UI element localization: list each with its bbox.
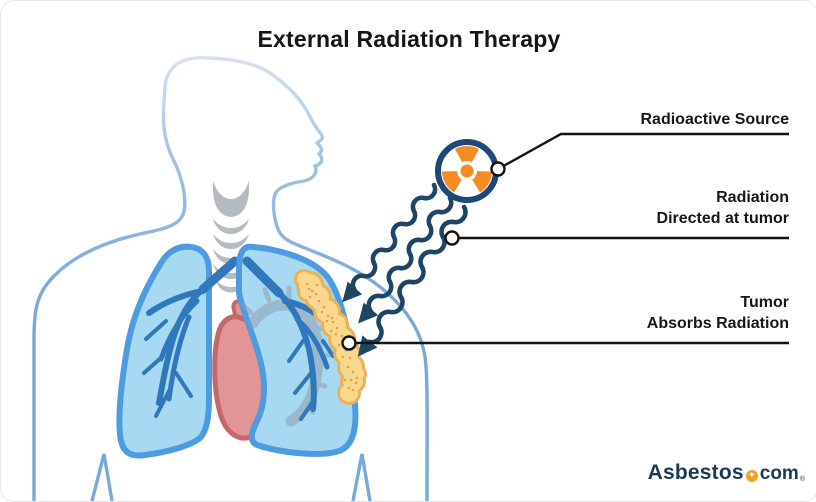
label-radioactive-source: Radioactive Source <box>641 109 790 130</box>
label-tumor-line1: Tumor <box>740 294 789 311</box>
callout-line-source <box>497 132 789 171</box>
label-radiation-line1: Radiation <box>716 189 789 206</box>
label-tumor-absorbs: Tumor Absorbs Radiation <box>647 292 789 334</box>
callout-dots <box>341 161 506 351</box>
label-radioactive-source-text: Radioactive Source <box>640 111 790 128</box>
body-outline <box>32 55 429 501</box>
radioactive-source-icon <box>435 139 499 203</box>
radiation-wave <box>358 195 454 324</box>
radiation-waves <box>342 182 468 357</box>
radiation-trefoil-icon <box>441 145 493 193</box>
callout-dot-radiation <box>444 230 460 246</box>
logo-plus-badge-icon: + <box>745 470 758 482</box>
right-bronchi <box>142 256 240 418</box>
trachea <box>212 181 250 293</box>
logo-brand-text: Asbestos <box>647 461 744 484</box>
right-lung <box>116 243 240 459</box>
page-title: External Radiation Therapy <box>257 26 561 52</box>
radiation-wave <box>342 182 438 303</box>
callout-lines <box>349 132 789 345</box>
logo-tld-text: com <box>759 463 799 484</box>
radiation-wave <box>357 204 468 357</box>
logo-registered-mark: ® <box>799 476 805 483</box>
label-radiation-line2: Directed at tumor <box>656 210 789 227</box>
label-radiation-directed: Radiation Directed at tumor <box>657 187 789 229</box>
tumor <box>294 269 367 405</box>
label-tumor-line2: Absorbs Radiation <box>646 315 789 332</box>
callout-dot-source <box>490 161 506 177</box>
callout-dot-tumor <box>341 335 357 351</box>
asbestos-logo: Asbestos + com ® <box>648 461 805 485</box>
